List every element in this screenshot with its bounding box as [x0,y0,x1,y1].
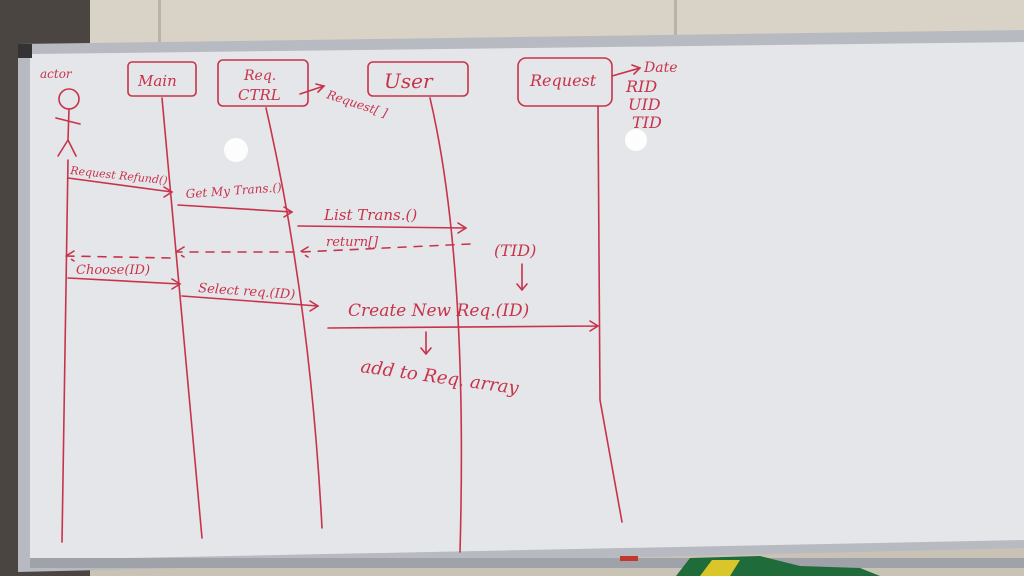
message-list-trans: List Trans.() [323,206,417,224]
arrow-ctrl-attribute [299,83,326,95]
arrow-choose [67,277,182,290]
light-glare [224,138,248,162]
arrow-list-trans [297,222,468,234]
actor-body [55,108,81,157]
request-attribute-rid: RID [625,77,657,96]
scarf-stripe [700,560,740,576]
lifeline-request [597,105,623,523]
message-get-my-trans: Get My Trans.() [185,180,282,201]
arrow-create-new-req [327,320,600,332]
participant-label-request: Request [529,71,597,90]
message-create-new-req: Create New Req.(ID) [348,301,529,321]
arrow-select-req [181,295,320,312]
participant-label-user: User [384,69,434,93]
frame-corner [18,44,32,58]
request-attribute-date: Date [643,60,677,76]
lifeline-main [161,97,203,539]
arrow-return-user [298,243,471,258]
arrow-return-main [64,250,171,262]
tray-label [620,556,638,561]
message-tid-note: (TID) [494,241,536,260]
participant-box-request [517,57,613,107]
participant-box-user [367,61,469,97]
participant-box-main [127,61,197,97]
message-return: return[] [326,235,379,250]
request-attribute-uid: UID [628,95,661,114]
message-select-req: Select req.(ID) [198,281,296,303]
participant-box-ctrl [217,59,309,107]
whiteboard-surface [30,42,1024,560]
arrow-get-my-trans [177,204,294,218]
participant-label-ctrl-2: CTRL [238,86,281,104]
arrow-tid-down [516,263,528,292]
arrow-add-to-array [420,331,432,356]
marker-tray [30,558,1024,568]
participant-label-main: Main [137,72,177,90]
lifeline-actor [61,159,69,543]
lifeline-user [429,97,463,553]
wall-seam [674,0,677,44]
light-glare [625,129,647,151]
arrow-request-attributes [611,64,642,77]
message-choose: Choose(ID) [76,263,150,278]
participant-label-ctrl-1: Req. [243,68,276,84]
lifeline-ctrl [265,107,323,529]
wall-seam [158,0,161,44]
arrow-request-refund [67,177,174,198]
request-attribute-tid: TID [632,113,662,132]
actor-label: actor [40,67,73,81]
arrow-return-ctrl [174,246,295,258]
